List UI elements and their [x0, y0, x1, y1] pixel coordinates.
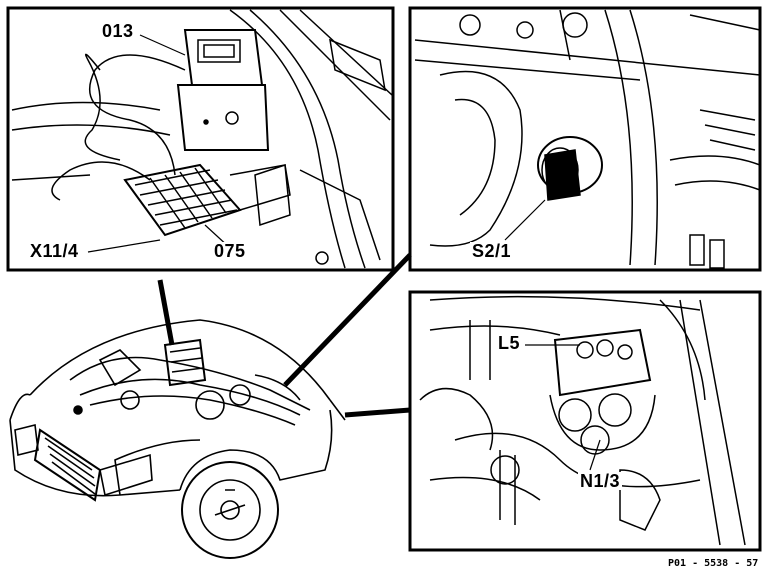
car-illustration [9, 319, 346, 559]
label-n1-3: N1/3 [578, 471, 623, 491]
panel-engine-sensor [408, 290, 762, 552]
callout-lines [157, 253, 412, 418]
figure-reference: P01 - 5538 - 57 [668, 558, 759, 569]
label-s2-1: S2/1 [470, 241, 514, 261]
panel-ignition [408, 6, 762, 272]
label-075: 075 [212, 241, 248, 261]
label-x11-4: X11/4 [28, 241, 81, 261]
panel-tester [6, 6, 395, 272]
label-013: 013 [100, 21, 136, 41]
label-l5: L5 [496, 333, 523, 353]
